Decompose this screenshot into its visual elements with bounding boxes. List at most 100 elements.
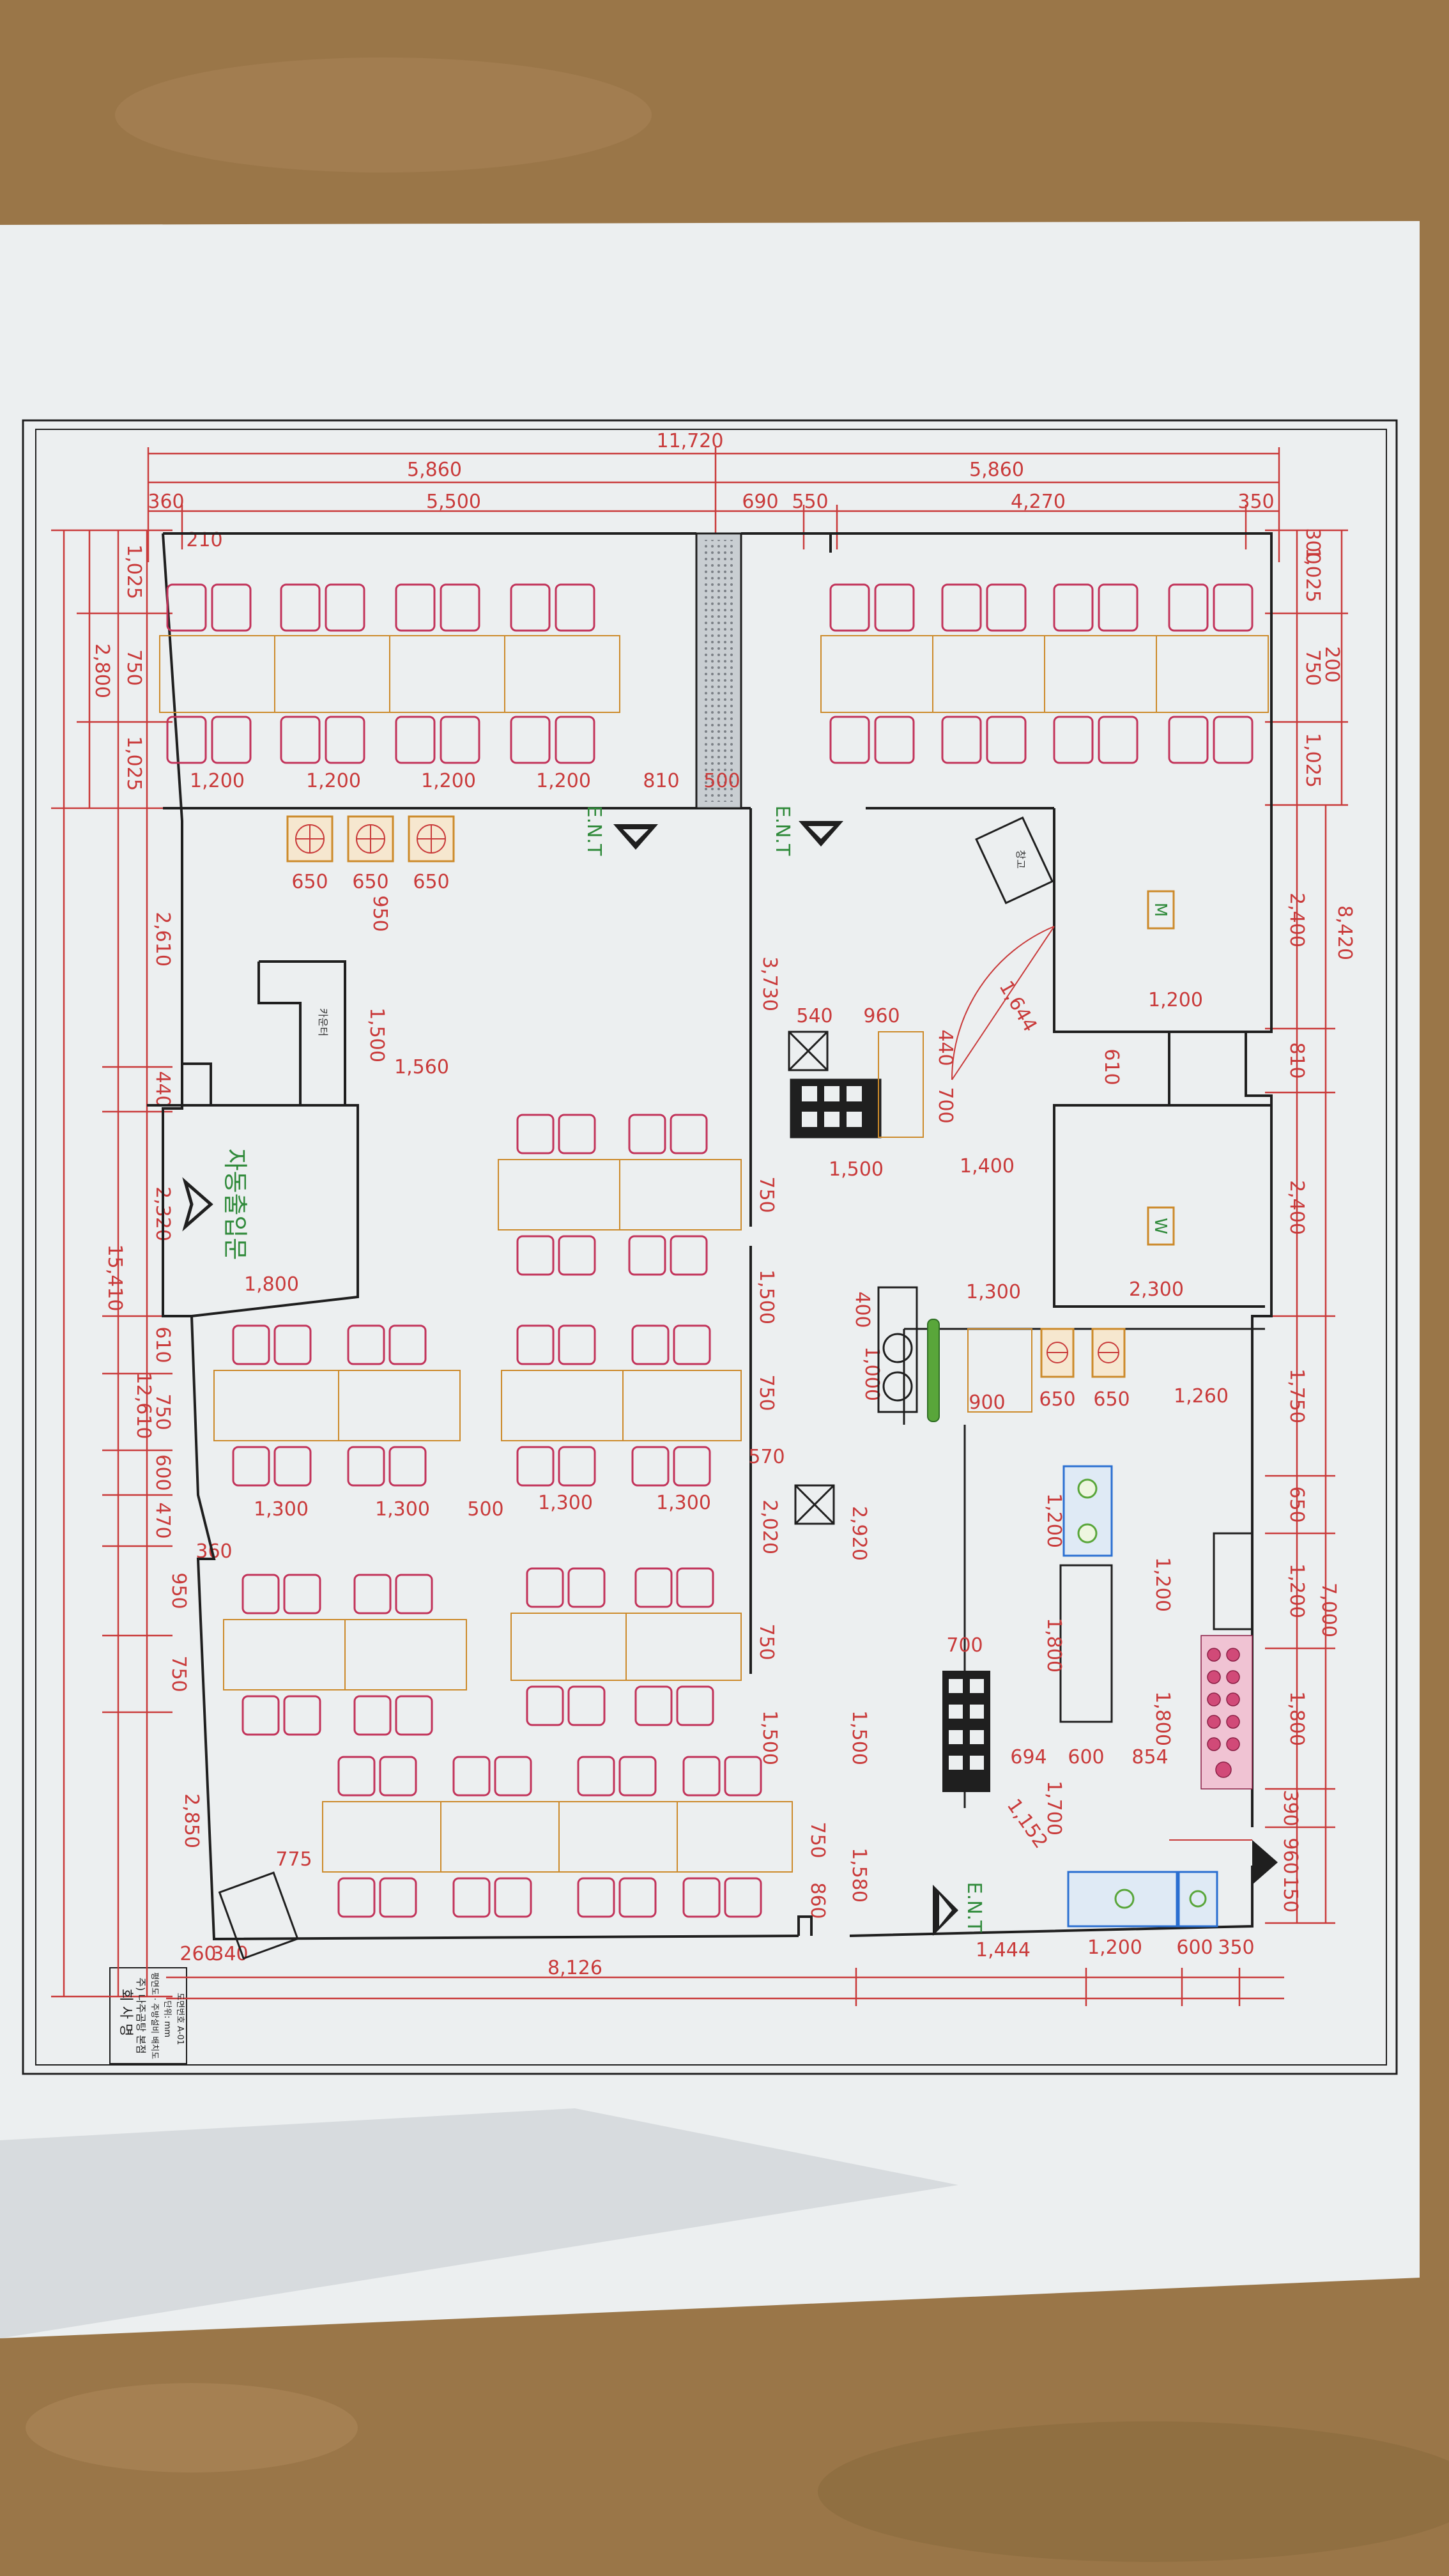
dim-table-1200-2: 1,200: [306, 770, 361, 792]
dim-left-440: 440: [151, 1071, 174, 1107]
dim-860: 860: [806, 1882, 829, 1919]
entrance-arrow-3: [933, 1885, 958, 1936]
dim-694: 694: [1010, 1746, 1046, 1768]
dim-right-1200: 1,200: [1285, 1563, 1308, 1618]
dim-bottom-1200: 1,200: [1087, 1936, 1142, 1959]
dim-right-7000: 7,000: [1317, 1583, 1340, 1637]
dim-1500-e: 1,500: [758, 1710, 781, 1765]
top-right-tables: [820, 635, 1269, 713]
top-left-chairs: [166, 583, 595, 764]
desk-texture: [818, 2421, 1449, 2562]
drawing-frame-inner: [35, 429, 1387, 2066]
dim-2920: 2,920: [848, 1506, 870, 1561]
dim-1300-b: 1,300: [375, 1498, 430, 1521]
dim-table-1200-3: 1,200: [421, 770, 476, 792]
dim-table-1200-4: 1,200: [536, 770, 591, 792]
dim-1560: 1,560: [394, 1056, 449, 1078]
dim-600-k: 600: [1068, 1746, 1104, 1768]
kitchen-sink: [877, 1286, 918, 1413]
dim-right-200: 200: [1321, 646, 1343, 682]
dim-1400: 1,400: [960, 1155, 1015, 1177]
paper-shadow: [0, 2108, 958, 2338]
dim-left-1025-b: 1,025: [123, 736, 145, 791]
dim-left-2610: 2,610: [151, 912, 174, 967]
dimensions-right: [1265, 529, 1348, 1924]
bottom-right-unit-marks: [1114, 1889, 1207, 1909]
dim-1300-c: 1,300: [538, 1492, 593, 1514]
dim-650-k2: 650: [1093, 1388, 1130, 1411]
kitchen-range: [1213, 1532, 1254, 1630]
dim-right-8420: 8,420: [1333, 905, 1356, 960]
dim-left-2850: 2,850: [180, 1793, 203, 1848]
dim-right-960: 960: [1279, 1837, 1301, 1874]
desk-texture: [115, 57, 652, 172]
legend-line-4: 도면번호 A-01: [175, 1993, 185, 2045]
dim-900: 900: [969, 1392, 1005, 1414]
entrance-label-3: E.N.T: [963, 1882, 985, 1933]
desk-texture: [26, 2383, 358, 2472]
dim-left-12610: 12,610: [132, 1372, 155, 1439]
dim-960: 960: [863, 1005, 900, 1027]
dim-left-750-b: 750: [151, 1393, 174, 1430]
dim-1260: 1,260: [1174, 1385, 1229, 1407]
door-swings: [951, 926, 1252, 1841]
refrigerator-marks: [1077, 1478, 1098, 1544]
legend-line-2: 평면도 · 주방설비 배치도: [150, 1972, 159, 2059]
dim-1200-k: 1,200: [1043, 1493, 1065, 1548]
dim-1200-m: 1,200: [1148, 989, 1203, 1011]
dimensions-left: [51, 529, 172, 1998]
auto-door-label: 자동출입문: [221, 1149, 249, 1261]
dimensions-bottom: [166, 1968, 1284, 2006]
dim-right-1800: 1,800: [1285, 1691, 1308, 1746]
kitchen-top-appliance-marks: [1046, 1342, 1119, 1363]
dim-right-300: 300: [1301, 528, 1324, 564]
dim-bottom-600: 600: [1176, 1936, 1213, 1959]
womens-room-sign: [1147, 1206, 1175, 1246]
island-burners: [802, 1086, 862, 1127]
kitchen-range-burners: [1200, 1635, 1253, 1790]
mens-room-label: M: [1151, 903, 1170, 917]
dim-1800-k: 1,800: [1043, 1618, 1065, 1673]
dim-400: 400: [851, 1291, 873, 1328]
dim-table-1200-1: 1,200: [190, 770, 245, 792]
top-left-appliance-marks: [295, 824, 446, 854]
dim-left-470: 470: [151, 1502, 174, 1538]
dim-1800-k2: 1,800: [1151, 1691, 1174, 1746]
dim-total-width: 11,720: [657, 430, 724, 452]
dim-650-b: 650: [352, 871, 388, 893]
dim-700-k: 700: [946, 1634, 983, 1657]
storage-cabinet: [975, 816, 1054, 905]
bottom-right-units: [1067, 1871, 1218, 1928]
dim-690: 690: [742, 491, 778, 513]
dim-854: 854: [1131, 1746, 1168, 1768]
legend-block: [109, 1967, 187, 2064]
dim-right-390: 390: [1279, 1790, 1301, 1826]
dim-550: 550: [792, 491, 828, 513]
dim-1300-d: 1,300: [656, 1492, 711, 1514]
kitchen-green-bar: [927, 1319, 940, 1422]
top-left-appliances: [286, 815, 455, 862]
dim-left-half: 5,860: [407, 459, 462, 481]
dim-left-260: 260: [180, 1943, 216, 1965]
dim-left-1025-a: 1,025: [123, 544, 145, 599]
dim-1200-k2: 1,200: [1151, 1557, 1174, 1612]
dim-750-c: 750: [755, 1623, 778, 1660]
dim-5500: 5,500: [426, 491, 481, 513]
dim-500: 500: [703, 770, 740, 792]
dim-540: 540: [796, 1005, 832, 1027]
dim-1800: 1,800: [244, 1273, 299, 1296]
dim-left-750-c: 750: [167, 1655, 190, 1692]
auto-door-chevron: [182, 1177, 213, 1232]
dim-1000: 1,000: [861, 1346, 883, 1401]
dim-3730: 3,730: [758, 956, 781, 1011]
dim-750-a: 750: [755, 1176, 778, 1213]
dim-2020: 2,020: [758, 1499, 781, 1554]
dim-bottom-1444: 1,444: [976, 1939, 1031, 1961]
dim-1500-d: 1,500: [848, 1710, 870, 1765]
dim-left-750-a: 750: [123, 649, 145, 686]
top-left-tables: [159, 635, 620, 713]
dimensions-top: [147, 447, 1280, 562]
dim-right-half: 5,860: [969, 459, 1024, 481]
dim-950: 950: [369, 895, 391, 931]
dim-350-top: 350: [1238, 491, 1274, 513]
